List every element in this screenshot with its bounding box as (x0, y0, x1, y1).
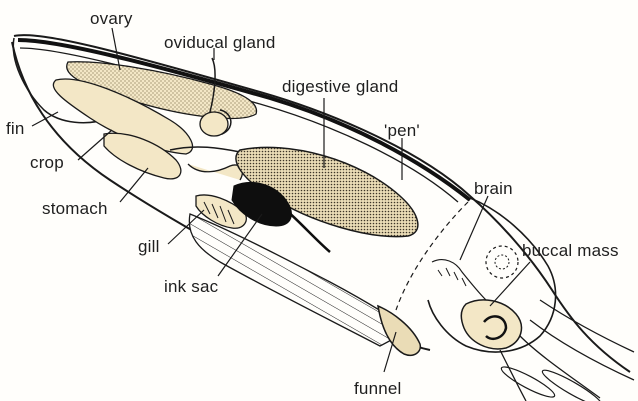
brain-inner (495, 255, 509, 269)
funnel-structure (378, 306, 420, 355)
brain-structure (486, 246, 518, 278)
leader-fin (32, 112, 58, 126)
label-brain: brain (474, 180, 513, 197)
arms-structure (500, 300, 634, 401)
nerve-connectives (432, 260, 486, 300)
label-buccal-mass: buccal mass (522, 242, 619, 259)
leader-stomach (120, 168, 148, 202)
oviducal-gland-bulb (200, 112, 228, 136)
buccal-mass-structure (461, 300, 521, 349)
label-gill: gill (138, 238, 160, 255)
leader-buccal-mass (490, 262, 530, 306)
label-oviducal-gland: oviducal gland (164, 34, 276, 51)
arm-sucker-1 (499, 363, 558, 401)
leader-brain (460, 196, 488, 260)
label-stomach: stomach (42, 200, 108, 217)
label-pen: 'pen' (384, 122, 420, 139)
label-crop: crop (30, 154, 64, 171)
arm-sucker-2 (540, 366, 605, 401)
label-digestive-gland: digestive gland (282, 78, 398, 95)
intestine-loop (188, 164, 242, 180)
label-funnel: funnel (354, 380, 402, 397)
label-ink-sac: ink sac (164, 278, 218, 295)
label-fin: fin (6, 120, 25, 137)
label-ovary: ovary (90, 10, 133, 27)
